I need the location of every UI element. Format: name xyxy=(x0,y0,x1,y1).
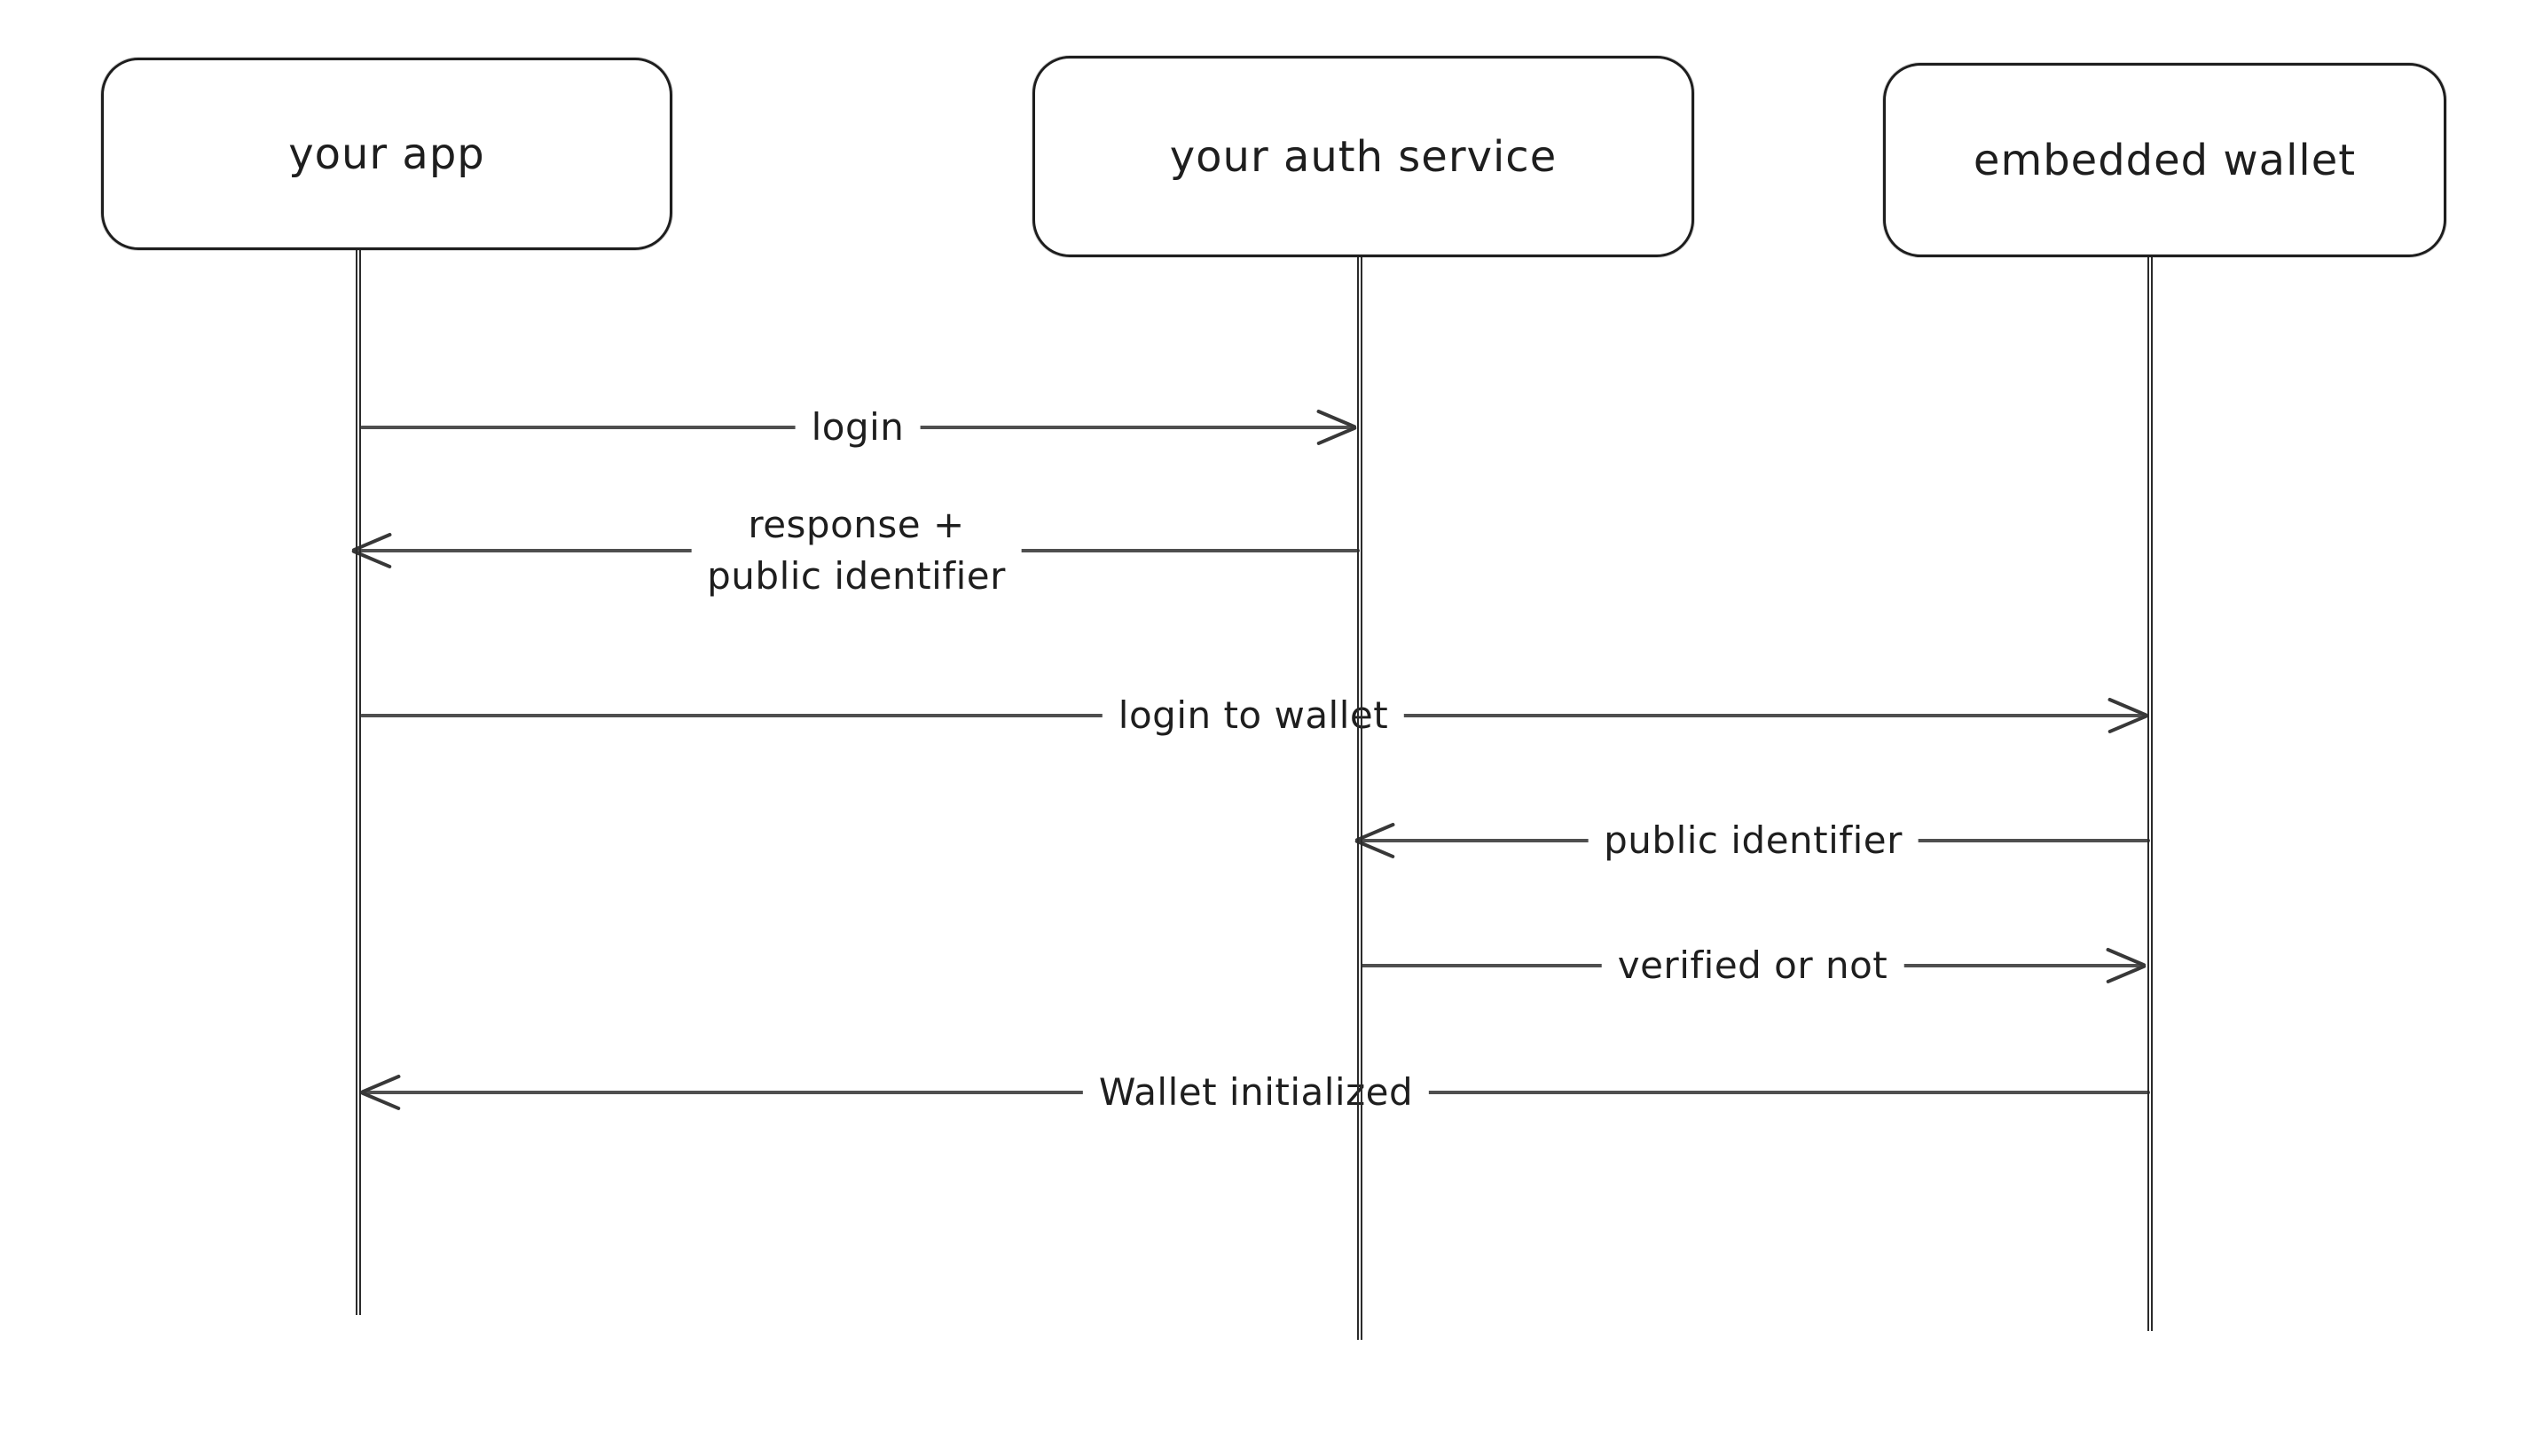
actor-your-auth-service: your auth service xyxy=(1032,56,1694,257)
message-label: response + public identifier xyxy=(691,496,1022,606)
message-label: login to wallet xyxy=(1102,686,1405,745)
message-label: public identifier xyxy=(1588,811,1919,870)
message-label: verified or not xyxy=(1601,936,1904,995)
actor-label: your auth service xyxy=(1169,131,1558,182)
actor-label: your app xyxy=(288,129,485,179)
actor-your-app: your app xyxy=(101,58,672,250)
message-label: Wallet initialized xyxy=(1082,1063,1430,1122)
actor-embedded-wallet: embedded wallet xyxy=(1883,63,2446,257)
actor-label: embedded wallet xyxy=(1973,135,2357,185)
lifeline-your-app xyxy=(356,249,361,1315)
lifeline-embedded-wallet xyxy=(2147,256,2153,1331)
lifeline-your-auth-service xyxy=(1357,256,1362,1340)
message-label: login xyxy=(795,398,921,457)
